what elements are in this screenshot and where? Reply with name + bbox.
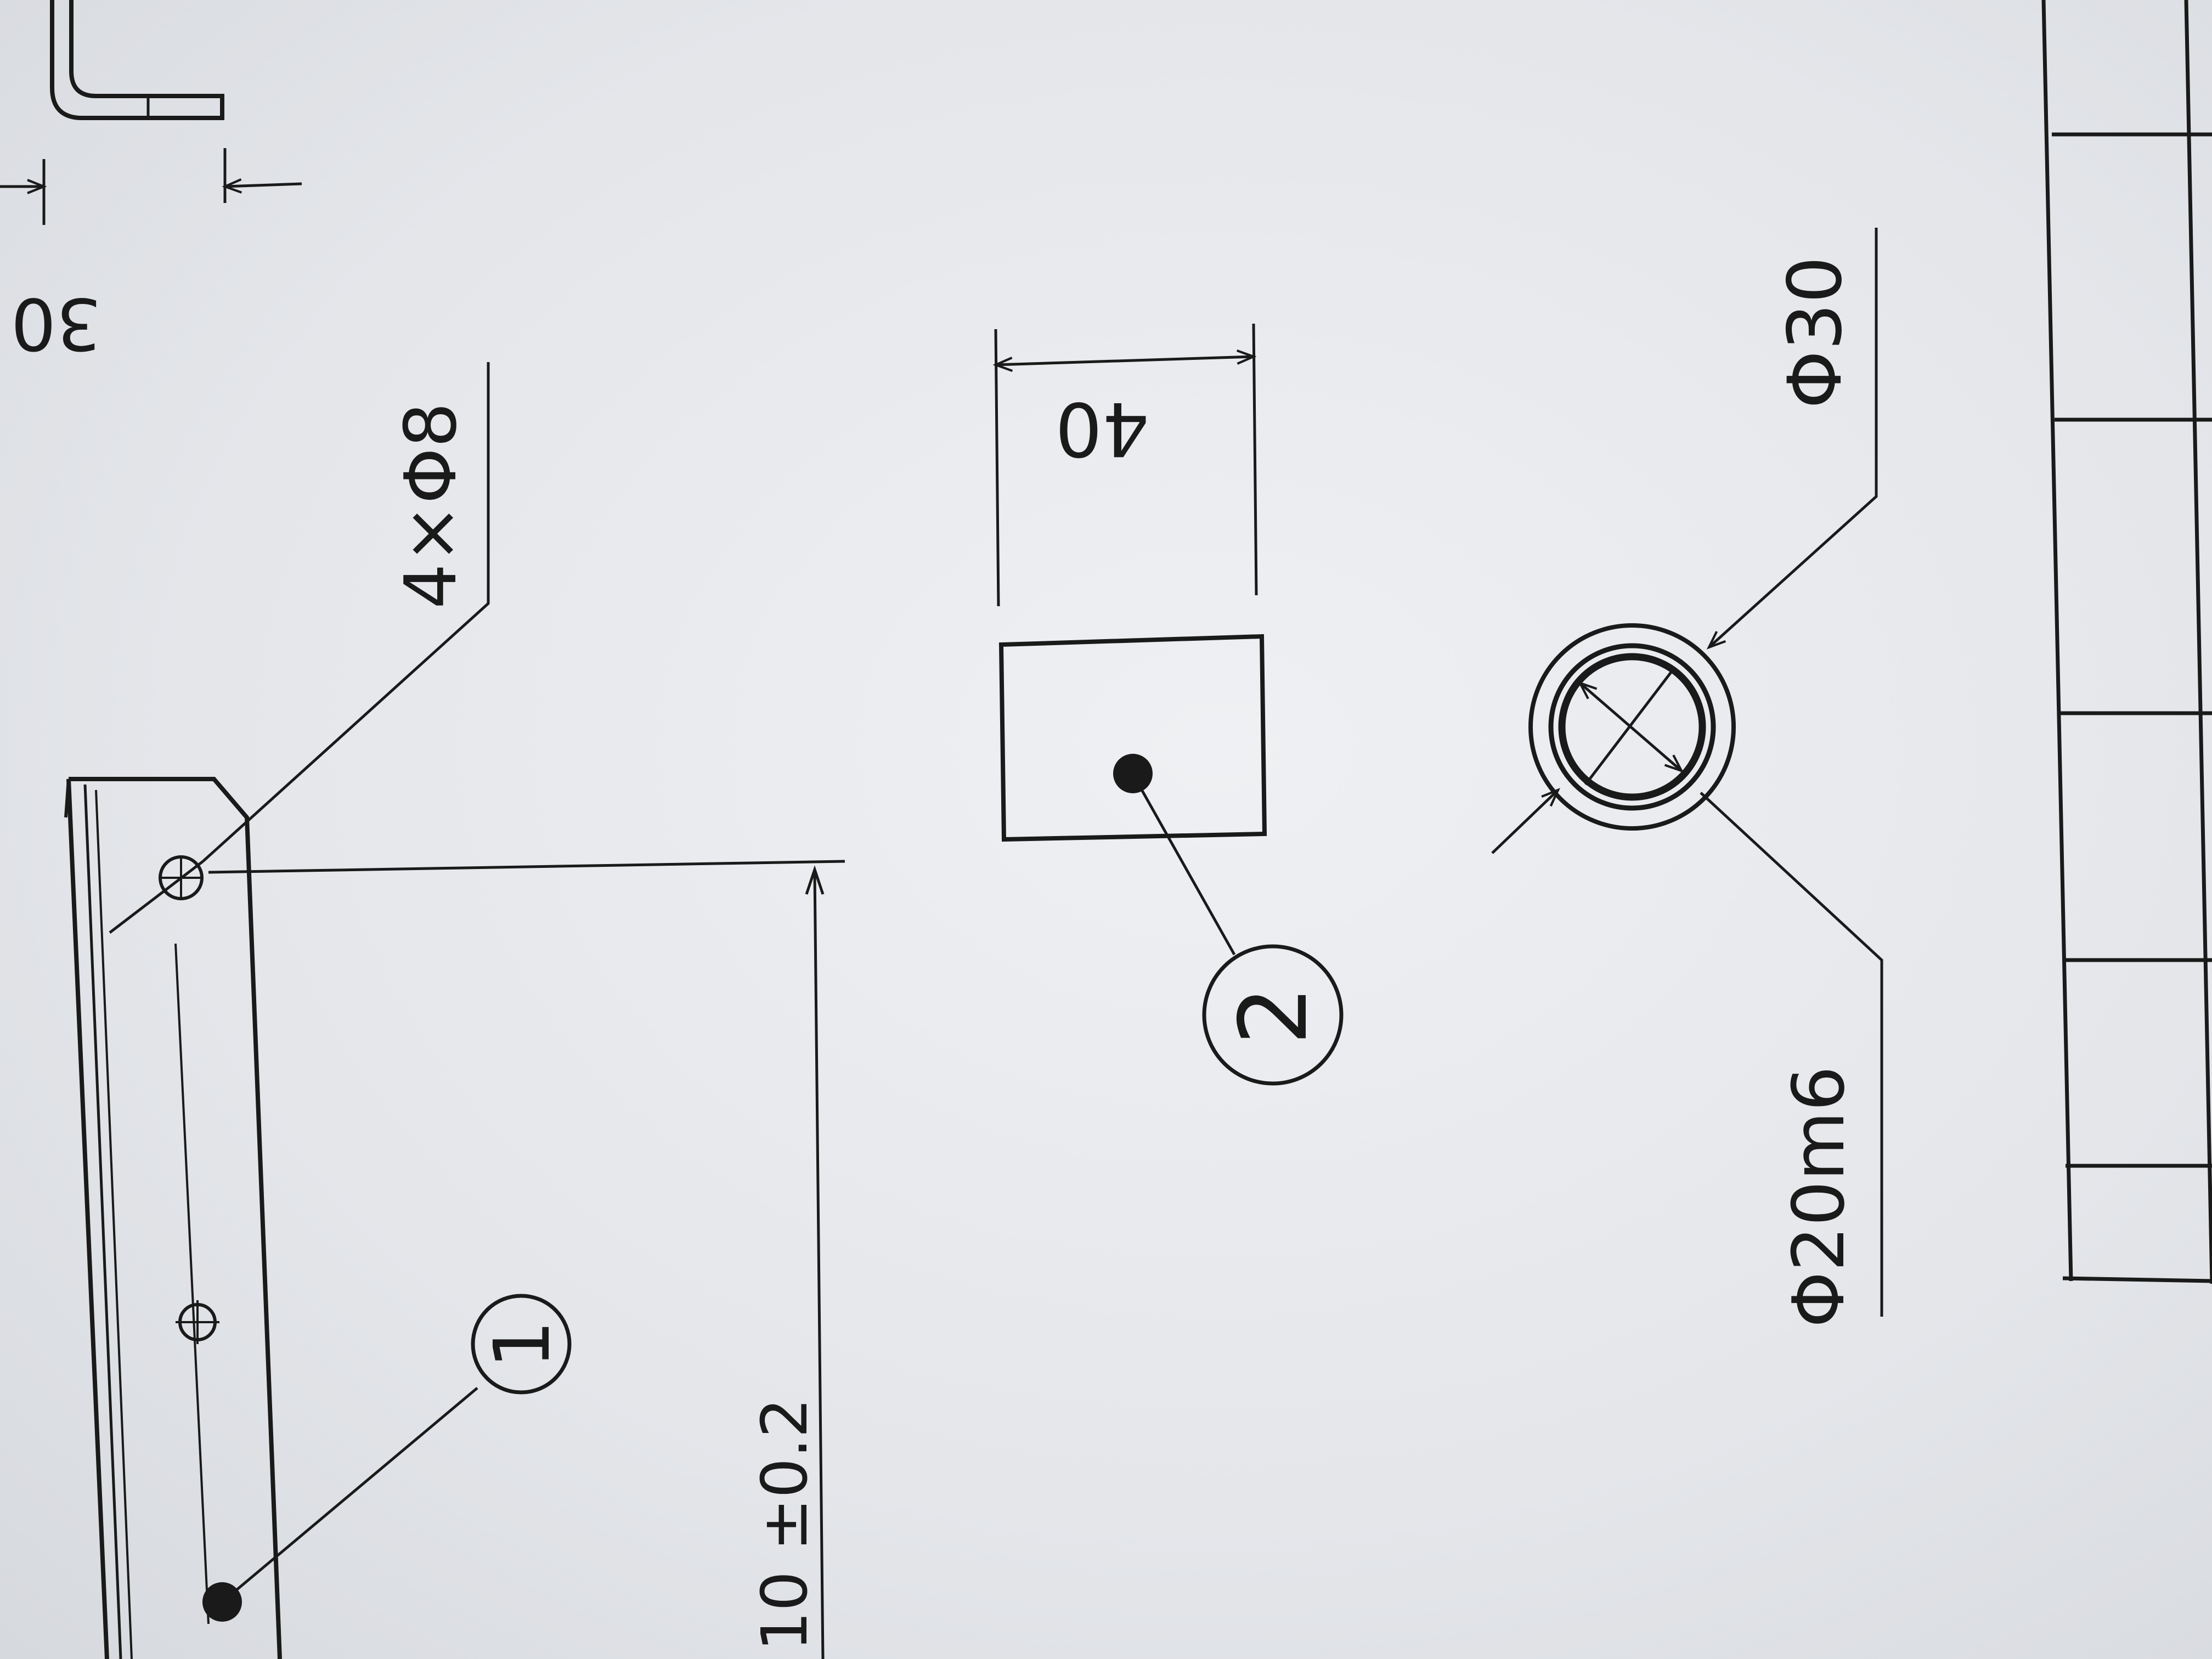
dim-text-outer-dia: Φ30	[1772, 256, 1858, 409]
hole-middle	[176, 1300, 219, 1344]
balloon-1-label: 1	[478, 1320, 567, 1369]
title-block	[2041, 0, 2212, 1284]
dim-text-40: 40	[1055, 386, 1149, 472]
angle-profile	[50, 0, 224, 120]
dim-text-30: 30	[11, 282, 101, 365]
balloon-2	[1134, 778, 1344, 1086]
balloon-2-label: 2	[1220, 986, 1328, 1045]
bushing	[1491, 228, 1883, 1317]
part-2-rectangle	[998, 634, 1267, 842]
dim-text-4x8: 4×Φ8	[389, 402, 472, 609]
balloon-1	[221, 1294, 572, 1603]
dimension-40	[996, 323, 1258, 607]
dimension-30	[0, 148, 302, 225]
dim-text-inner-dia: Φ20m6	[1777, 1066, 1860, 1328]
dimension-10	[208, 860, 845, 1659]
bar-plate	[64, 777, 282, 1659]
leader-4x8	[109, 362, 490, 934]
leader-dot-part-2	[1113, 754, 1153, 793]
leader-dot-part-1	[202, 1582, 242, 1622]
dim-text-length: 10 ±0.2	[748, 1398, 822, 1651]
